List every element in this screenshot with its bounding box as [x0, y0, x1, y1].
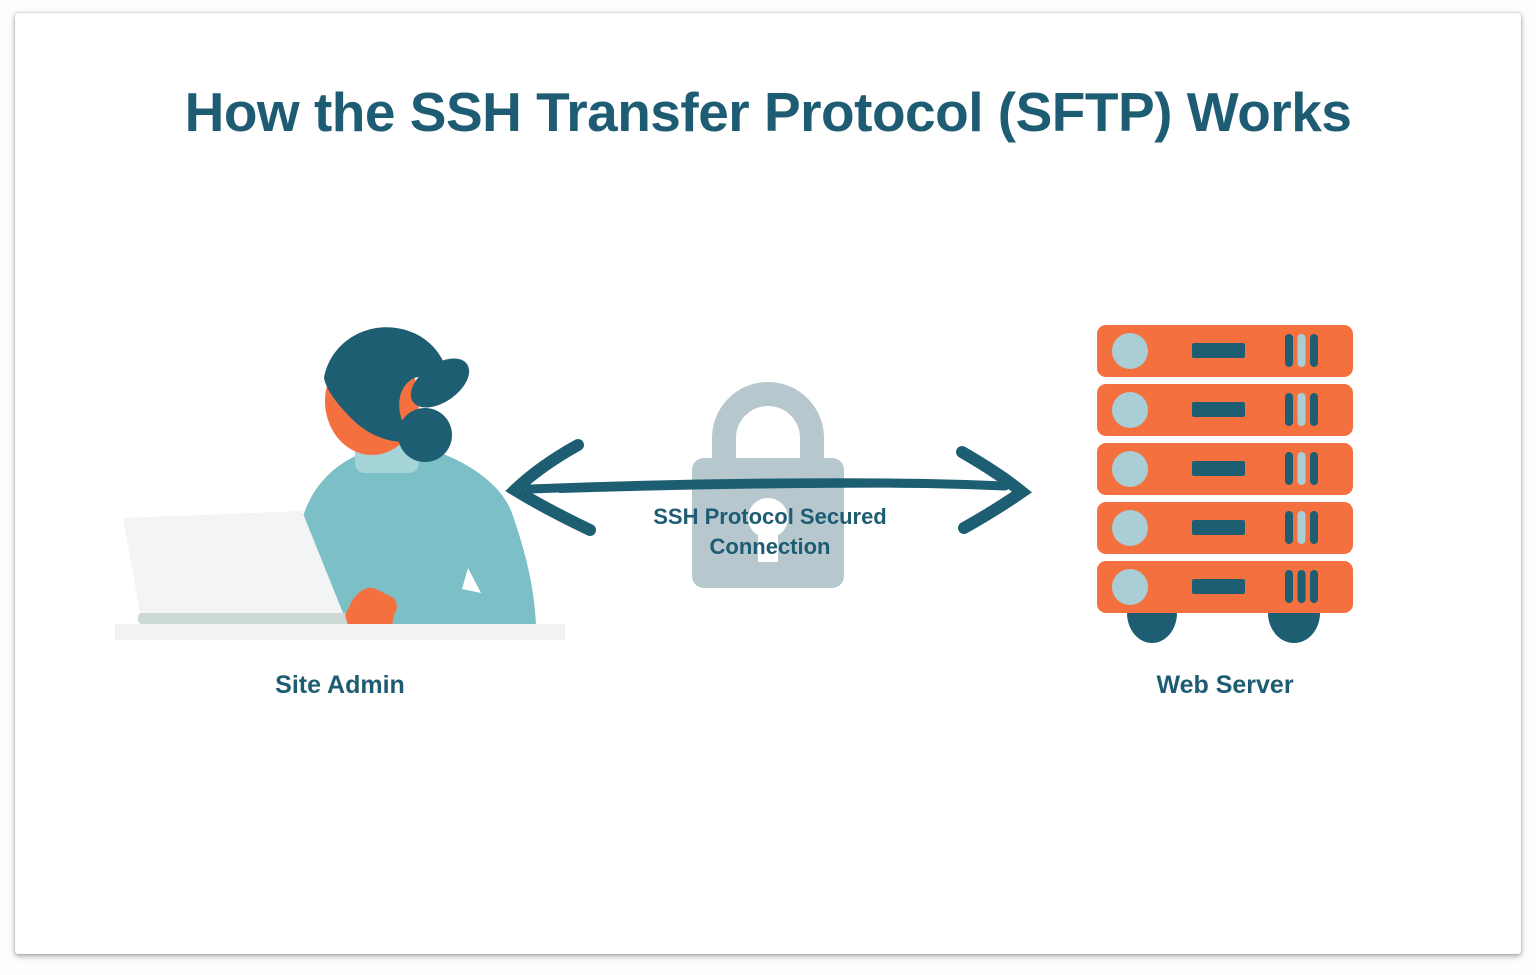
server-unit: [1097, 443, 1353, 495]
secure-connection-graphic: [505, 382, 1032, 588]
connection-label-line1: SSH Protocol Secured: [653, 504, 887, 529]
laptop-icon: [123, 511, 363, 624]
site-admin-label: Site Admin: [275, 671, 405, 699]
page-title: How the SSH Transfer Protocol (SFTP) Wor…: [184, 81, 1352, 143]
web-server-label: Web Server: [1156, 671, 1294, 699]
connection-label: SSH Protocol Secured Connection: [620, 502, 920, 562]
keyhole: [748, 498, 788, 562]
person-body: [295, 446, 536, 625]
person-hair: [324, 327, 470, 462]
person-at-laptop-illustration: [115, 327, 565, 640]
server-unit: [1097, 561, 1353, 613]
connection-label-line2: Connection: [709, 534, 831, 559]
server-unit: [1097, 384, 1353, 436]
person-hand: [345, 587, 397, 625]
server-rack-illustration: [1097, 325, 1353, 643]
double-headed-arrow-icon: [505, 439, 1032, 536]
desk: [115, 624, 565, 640]
server-unit: [1097, 502, 1353, 554]
padlock-icon: [692, 382, 844, 588]
server-unit: [1097, 325, 1353, 377]
